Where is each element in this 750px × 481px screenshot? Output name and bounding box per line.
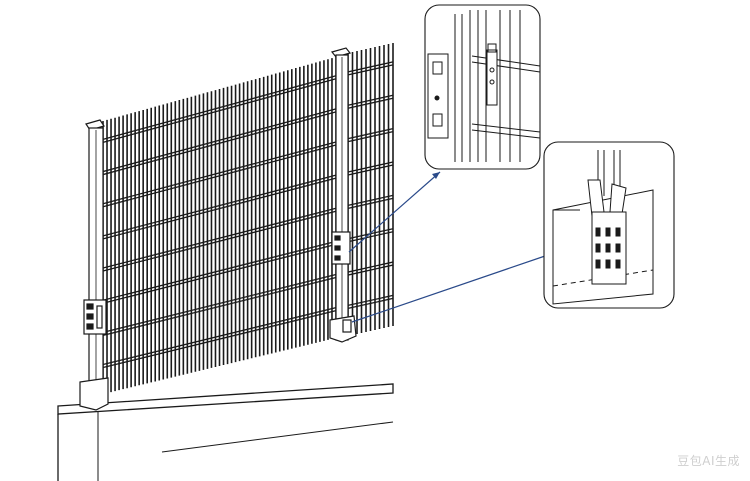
left-panel-horizontal-wire (102, 240, 337, 301)
left-panel-horizontal-wire (102, 210, 337, 272)
clamp-closeup-content (427, 10, 541, 162)
left-panel-horizontal-wire (102, 144, 337, 208)
left-panel-horizontal-wire (102, 177, 337, 240)
callout-arrowhead (432, 172, 440, 179)
left-post (79, 119, 109, 411)
right-panel-horizontal-wire (347, 294, 394, 307)
left-panel-horizontal-wire (102, 108, 337, 173)
right-panel-horizontal-wire (347, 164, 394, 176)
right-panel-horizontal-wire (347, 161, 394, 173)
left-panel-horizontal-wire (102, 276, 337, 336)
right-panel-horizontal-wire (347, 94, 394, 106)
middle-post (329, 47, 357, 343)
foot-closeup-content (552, 150, 654, 305)
right-panel-horizontal-wire (347, 297, 394, 310)
left-panel-horizontal-wire (102, 243, 337, 304)
callout-line-lower (351, 255, 546, 323)
left-panel-horizontal-wire (102, 310, 337, 369)
left-panel-horizontal-wire (102, 207, 337, 269)
detail-foot-closeup (543, 141, 675, 309)
callout-line-upper (348, 171, 441, 253)
left-panel-horizontal-wire (102, 78, 337, 144)
left-panel-horizontal-wire (102, 174, 337, 237)
right-panel-horizontal-wire (347, 197, 394, 209)
right-panel-horizontal-wire (347, 194, 394, 206)
right-mesh-panel (347, 43, 394, 336)
right-panel-horizontal-wire (347, 61, 394, 73)
base-wall (57, 383, 394, 481)
right-panel-horizontal-wire (347, 130, 394, 143)
left-mesh-panel (102, 57, 337, 394)
right-panel-horizontal-wire (347, 261, 394, 273)
left-panel-horizontal-wire (102, 75, 337, 141)
left-panel-horizontal-wire (102, 273, 337, 333)
watermark-text: 豆包AI生成 (677, 454, 740, 468)
detail-clamp-closeup (424, 4, 541, 170)
right-panel-horizontal-wire (347, 97, 394, 109)
right-panel-horizontal-wire (347, 64, 394, 76)
right-panel-horizontal-wire (347, 231, 394, 243)
left-panel-horizontal-wire (102, 141, 337, 205)
right-panel-horizontal-wire (347, 127, 394, 140)
callout-lines (348, 171, 546, 323)
left-panel-horizontal-wire (102, 307, 337, 366)
left-panel-horizontal-wire (102, 111, 337, 176)
right-panel-horizontal-wire (347, 264, 394, 276)
